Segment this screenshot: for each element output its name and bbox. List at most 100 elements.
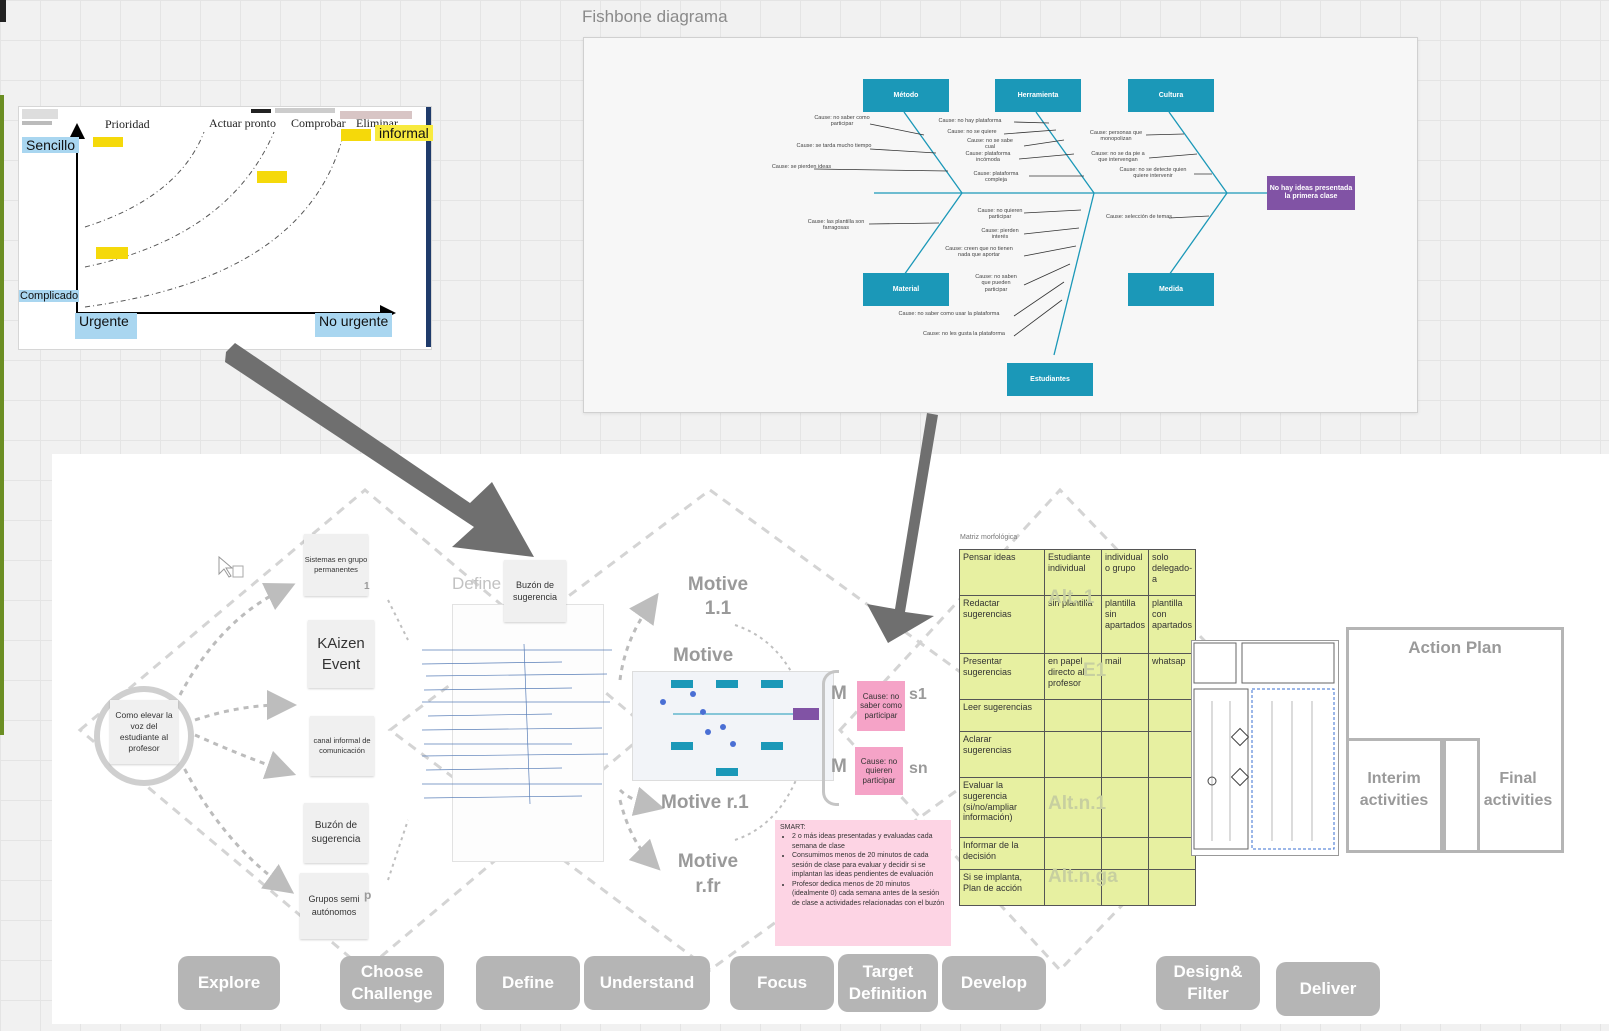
morph-cell[interactable] (1044, 837, 1102, 870)
fishbone-problem-box[interactable]: No hay ideas presentada la primera clase (1267, 176, 1355, 210)
explore-sticky[interactable]: Sistemas en grupo permanentes (304, 534, 368, 596)
fishbone-cause[interactable]: Cause: no les gusta la plataforma (923, 331, 1005, 337)
morph-cell[interactable]: Pensar ideas (959, 549, 1045, 596)
matrix-sticky[interactable] (93, 137, 123, 147)
explore-sticky[interactable]: Buzón de sugerencia (304, 803, 368, 863)
matrix-sticky[interactable] (341, 129, 371, 141)
phase-focus[interactable]: Focus (730, 956, 834, 1010)
phase-target-definition[interactable]: Target Definition (838, 954, 938, 1012)
priority-matrix-frame[interactable]: Prioridad Actuar pronto Comprobar Elimin… (18, 106, 433, 350)
process-map-thumbnail[interactable] (1191, 640, 1339, 856)
fishbone-cause[interactable]: Cause: plataforma compleja (973, 171, 1019, 184)
fishbone-category-cultura[interactable]: Cultura (1128, 79, 1214, 112)
phase-deliver[interactable]: Deliver (1276, 962, 1380, 1016)
phase-define[interactable]: Define (476, 956, 580, 1010)
morph-cell[interactable] (1148, 699, 1197, 732)
explore-sticky[interactable]: KAizen Event (308, 620, 374, 688)
morph-cell[interactable]: solo delegado-a (1148, 549, 1197, 596)
morph-cell[interactable]: plantilla con apartados (1148, 595, 1197, 654)
phase-choose-challenge[interactable]: Choose Challenge (340, 956, 444, 1010)
morph-cell[interactable] (1148, 837, 1197, 870)
morph-cell[interactable]: mail (1100, 653, 1150, 700)
morph-cell[interactable]: Aclarar sugerencias (959, 731, 1045, 778)
phase-understand[interactable]: Understand (584, 956, 710, 1010)
fishbone-cause[interactable]: Cause: no se detecte quien quiere interv… (1119, 167, 1187, 180)
motive-label: Motive r.1 (661, 792, 749, 813)
morph-cell[interactable]: Redactar sugerencias (959, 595, 1045, 654)
fishbone-cause[interactable]: Cause: no saben que pueden participar (975, 274, 1017, 293)
define-sticky[interactable]: Buzón de sugerencia (504, 560, 566, 622)
fishbone-category-metodo[interactable]: Método (863, 79, 949, 112)
process-map-image (1193, 642, 1335, 850)
explore-sticky[interactable]: Grupos semi autónomos (300, 873, 368, 939)
morph-cell[interactable]: plantilla sin apartados (1100, 595, 1150, 654)
morph-cell[interactable]: Si se implanta, Plan de acción (959, 869, 1045, 906)
morph-cell[interactable] (1100, 837, 1150, 870)
fishbone-cause[interactable]: Cause: no quieren participar (977, 208, 1023, 221)
fishbone-thumbnail[interactable] (632, 671, 834, 781)
morph-cell[interactable]: Informar de la decisión (959, 837, 1045, 870)
morph-cell[interactable] (1100, 699, 1150, 732)
fishbone-cause[interactable]: Cause: no hay plataforma (938, 118, 1002, 124)
fishbone-cause[interactable]: Cause: creen que no tienen nada que apor… (945, 246, 1013, 259)
phase-explore[interactable]: Explore (178, 956, 280, 1010)
fishbone-frame-title[interactable]: Fishbone diagrama (582, 7, 728, 26)
morph-cell[interactable] (1100, 731, 1150, 778)
fishbone-category-medida[interactable]: Medida (1128, 273, 1214, 306)
morph-cell[interactable]: sin plantilla (1044, 595, 1102, 654)
matrix-sticky[interactable] (96, 247, 128, 259)
morph-cell[interactable]: whatsap (1148, 653, 1197, 700)
morph-cell[interactable] (1148, 777, 1197, 838)
phase-develop[interactable]: Develop (942, 956, 1046, 1010)
fishbone-diagram-frame[interactable]: Método Herramienta Cultura Material Medi… (583, 37, 1418, 413)
fishbone-cause[interactable]: Cause: se pierden ideas (771, 164, 832, 170)
fishbone-cause[interactable]: Cause: no saber como participar (814, 115, 870, 128)
fishbone-cause[interactable]: Cause: no saber como usar la plataforma (898, 311, 1000, 317)
fishbone-cause[interactable]: Cause: se tarda mucho tiempo (796, 143, 872, 149)
morph-cell[interactable]: Evaluar la sugerencia (si/no/ampliar inf… (959, 777, 1045, 838)
fishbone-cause[interactable]: Cause: pierden interés (981, 228, 1019, 241)
final-activities-label: Final activities (1483, 770, 1553, 809)
morph-cell[interactable] (1044, 869, 1102, 906)
morph-cell[interactable]: Leer sugerencias (959, 699, 1045, 732)
explore-index-mark: p (364, 888, 372, 902)
morph-cell[interactable] (1044, 699, 1102, 732)
matrix-header-actuar-pronto: Actuar pronto (209, 116, 276, 130)
morph-cell[interactable] (1100, 777, 1150, 838)
fishbone-cause[interactable]: Cause: las plantilla son farragosas (807, 219, 865, 232)
phase-design-filter[interactable]: Design& Filter (1156, 956, 1260, 1010)
matrix-tag (340, 111, 412, 119)
fishbone-cause[interactable]: Cause: no se da pie a que intervengan (1091, 151, 1145, 164)
morph-cell[interactable] (1148, 869, 1197, 906)
fishbone-cause[interactable]: Cause: plataforma incómoda (965, 151, 1011, 164)
smart-objectives-box[interactable]: SMART: 2 o más ideas presentadas y evalu… (775, 820, 951, 946)
morph-cell[interactable]: Presentar sugerencias (959, 653, 1045, 700)
fishbone-cause[interactable]: Cause: personas que monopolizan (1089, 130, 1143, 143)
label-sencillo[interactable]: Sencillo (22, 137, 80, 153)
morph-cell[interactable]: individual o grupo (1100, 549, 1150, 596)
morph-cell[interactable] (1100, 869, 1150, 906)
target-cause-card[interactable]: Cause: no saber como participar (857, 681, 905, 731)
fishbone-category-herramienta[interactable]: Herramienta (995, 79, 1081, 112)
fishbone-thumbnail-image (660, 680, 819, 776)
morph-cell[interactable] (1148, 731, 1197, 778)
morph-cell[interactable] (1044, 731, 1102, 778)
label-informal[interactable]: informal (375, 125, 433, 141)
matrix-sticky[interactable] (257, 171, 287, 183)
challenge-sticky[interactable]: Como elevar la voz del estudiante al pro… (110, 700, 178, 764)
fishbone-cause[interactable]: Cause: no se quiere (947, 129, 997, 135)
fishbone-category-material[interactable]: Material (863, 273, 949, 306)
fishbone-cause[interactable]: Cause: no se sabe cual (967, 138, 1013, 151)
smart-item: Profesor dedica menos de 20 minutos (ide… (792, 880, 946, 908)
label-no-urgente[interactable]: No urgente (315, 313, 393, 337)
fishbone-category-estudiantes[interactable]: Estudiantes (1007, 363, 1093, 396)
fishbone-cause[interactable]: Cause: selección de temas (1105, 214, 1173, 220)
label-complicado[interactable]: Complicado (19, 290, 80, 302)
explore-sticky[interactable]: canal informal de comunicación (310, 716, 374, 776)
interim-activities-box[interactable] (1346, 738, 1446, 853)
interim-activities-label: Interim activities (1359, 770, 1429, 809)
target-cause-card[interactable]: Cause: no quieren participar (855, 747, 903, 795)
fishbone-bones (813, 111, 1274, 356)
label-urgente[interactable]: Urgente (75, 313, 137, 339)
